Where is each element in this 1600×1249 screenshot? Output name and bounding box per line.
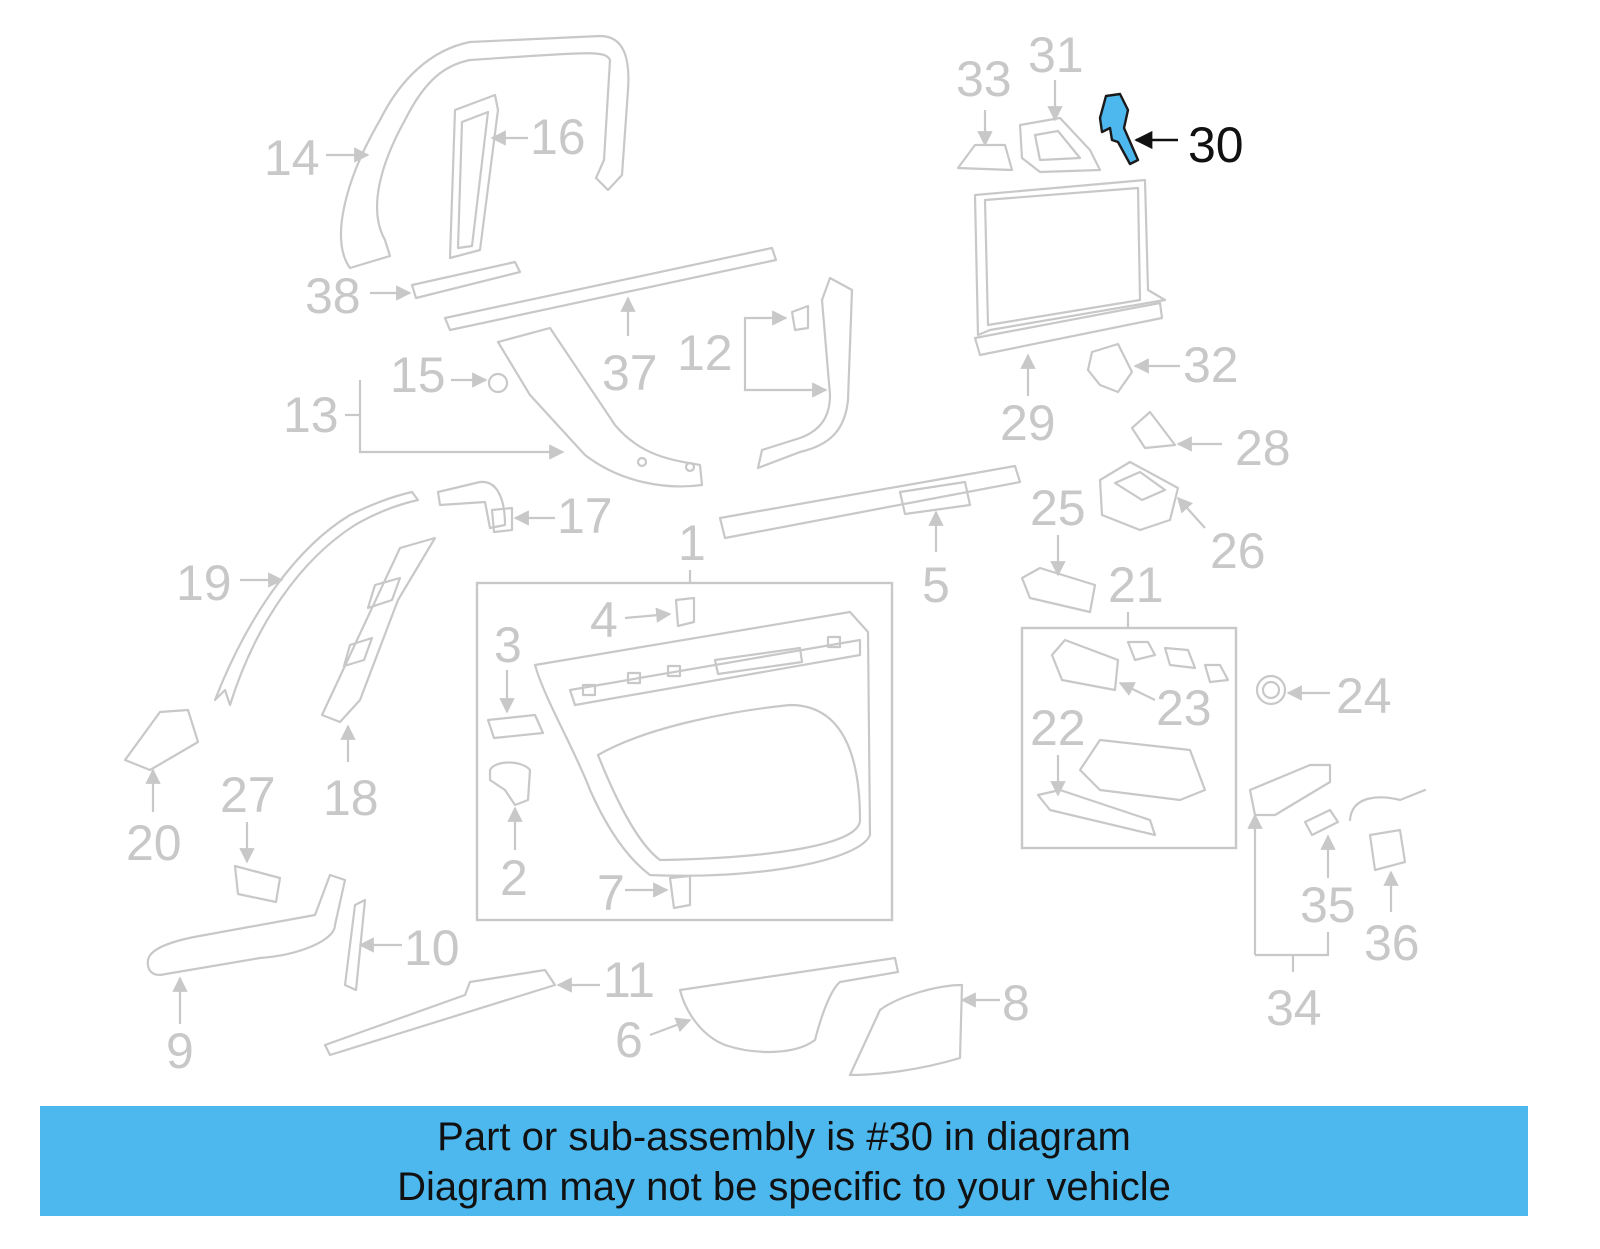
leader-lines <box>145 80 1399 1037</box>
part-31-bracket <box>1018 116 1102 174</box>
callout-7: 7 <box>597 865 625 921</box>
part-35-bulb <box>1303 808 1340 837</box>
callout-35: 35 <box>1300 877 1356 933</box>
part-12-c-pillar-trim <box>756 276 854 470</box>
callout-22: 22 <box>1030 700 1086 756</box>
part-33-bracket <box>956 143 1014 172</box>
part-13-upper-trim <box>487 326 704 488</box>
callout-32: 32 <box>1183 337 1239 393</box>
callout-18: 18 <box>323 770 379 826</box>
part-3-clip <box>486 713 545 740</box>
callout-26: 26 <box>1210 523 1266 579</box>
part-9-sill-plate <box>146 873 347 977</box>
part-4-clip <box>674 596 696 628</box>
callout-34: 34 <box>1266 980 1322 1036</box>
part-32-guide <box>1086 342 1134 394</box>
part-36-harness <box>1348 788 1427 872</box>
info-banner: Part or sub-assembly is #30 in diagram D… <box>40 1106 1528 1216</box>
part-37-belt-molding <box>443 246 778 332</box>
part-6-trim-panel <box>678 956 900 1053</box>
callout-14: 14 <box>264 130 320 186</box>
callout-6: 6 <box>615 1012 643 1068</box>
callout-27: 27 <box>220 767 276 823</box>
part-1-door-panel <box>533 610 872 877</box>
callout-29: 29 <box>1000 395 1056 451</box>
banner-line-2: Diagram may not be specific to your vehi… <box>397 1165 1171 1209</box>
part-19-sill-molding <box>213 480 514 707</box>
callout-10: 10 <box>404 920 460 976</box>
callout-20: 20 <box>126 815 182 871</box>
part-30-highlighted <box>1098 92 1140 166</box>
part-24-grommet <box>1255 674 1287 706</box>
callout-1: 1 <box>678 515 706 571</box>
callout-13: 13 <box>283 387 339 443</box>
callout-16: 16 <box>530 109 586 165</box>
part-16-pillar-trim <box>448 93 500 260</box>
callout-15: 15 <box>390 347 446 403</box>
callout-2: 2 <box>500 850 528 906</box>
callout-25: 25 <box>1030 480 1086 536</box>
callout-3: 3 <box>494 617 522 673</box>
callout-labels: 14 16 38 37 15 13 12 17 19 18 20 27 9 10… <box>126 27 1420 1079</box>
part-21-assembly <box>1050 638 1230 692</box>
callout-37: 37 <box>602 345 658 401</box>
callout-19: 19 <box>176 555 232 611</box>
callout-21: 21 <box>1108 557 1164 613</box>
callout-12: 12 <box>677 325 733 381</box>
callout-9: 9 <box>166 1023 194 1079</box>
part-11-sill-strip <box>323 968 557 1057</box>
callout-8: 8 <box>1002 975 1030 1031</box>
callout-31: 31 <box>1028 27 1084 83</box>
callout-33: 33 <box>956 51 1012 107</box>
part-8-cover <box>848 983 964 1077</box>
part-27-clip <box>233 864 282 904</box>
callout-36: 36 <box>1364 915 1420 971</box>
part-10-strip <box>343 898 367 992</box>
part-28-cap <box>1130 410 1177 450</box>
callout-28: 28 <box>1235 420 1291 476</box>
callout-17: 17 <box>557 488 613 544</box>
assembly-box-1 <box>475 581 894 922</box>
callout-4: 4 <box>590 592 618 648</box>
part-18-pillar-trim-lower <box>320 536 437 724</box>
part-7-clip <box>668 874 692 910</box>
callout-24: 24 <box>1336 668 1392 724</box>
part-25-housing <box>1020 566 1097 614</box>
callout-23: 23 <box>1156 680 1212 736</box>
callout-5: 5 <box>922 557 950 613</box>
part-20-trim-cap <box>123 708 200 772</box>
part-26-switch <box>1098 460 1180 532</box>
callout-30: 30 <box>1188 117 1244 173</box>
part-29-sunshade <box>973 178 1167 357</box>
part-34-switch-housing <box>1248 763 1332 817</box>
part-5-armrest-trim <box>718 464 1022 540</box>
part-2-handle-bracket <box>488 761 532 807</box>
banner-line-1: Part or sub-assembly is #30 in diagram <box>437 1115 1131 1159</box>
part-38-strip <box>410 260 522 300</box>
callout-11: 11 <box>603 952 655 1008</box>
part-14-frame-trim <box>339 34 630 270</box>
callout-38: 38 <box>305 268 361 324</box>
